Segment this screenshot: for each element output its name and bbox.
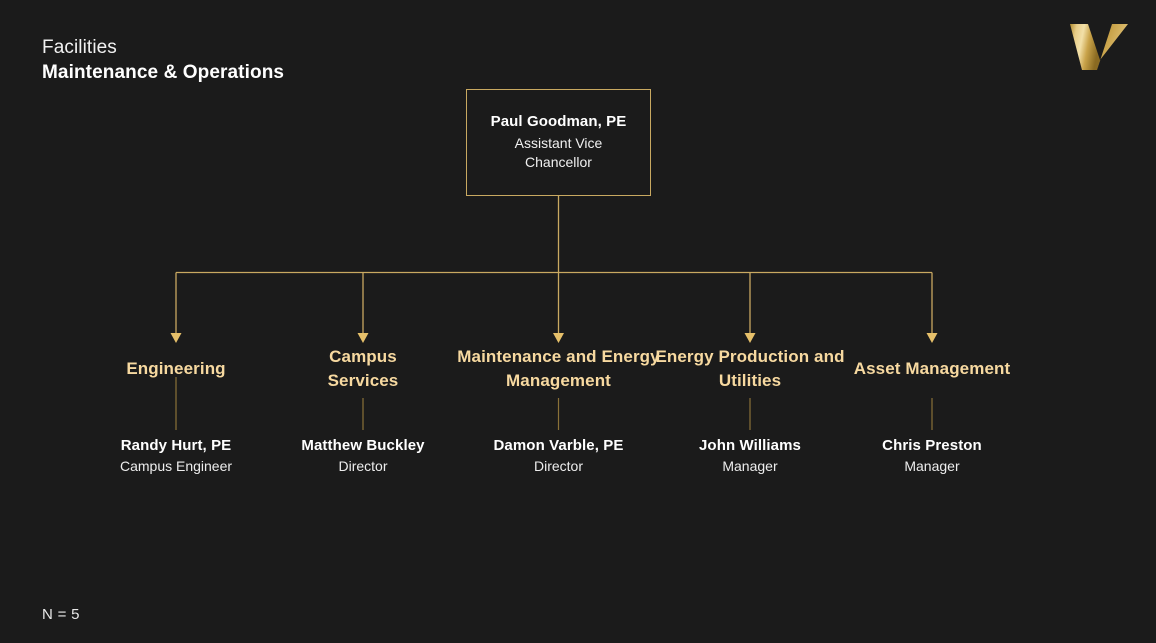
dept-person: John Williams Manager: [655, 437, 845, 474]
person-title: Manager: [722, 458, 778, 474]
dept-heading: Energy Production and Utilities: [655, 346, 845, 390]
dept-person: Chris Preston Manager: [852, 437, 1012, 474]
vanderbilt-v-logo: [1064, 16, 1134, 78]
dept-heading: Maintenance and Energy Management: [457, 346, 660, 390]
node-count-label: N = 5: [42, 606, 80, 623]
person-title: Director: [338, 458, 388, 474]
dept-column-maintenance-energy-management[interactable]: Maintenance and Energy Management Damon …: [455, 341, 662, 474]
dept-heading: Asset Management: [853, 358, 1011, 378]
slide-header: Facilities Maintenance & Operations: [42, 38, 284, 82]
dept-column-campus-services[interactable]: Campus Services Matthew Buckley Director: [293, 341, 433, 474]
dept-column-energy-production-utilities[interactable]: Energy Production and Utilities John Wil…: [655, 341, 845, 474]
person-name: Matthew Buckley: [301, 437, 425, 454]
dept-person: Matthew Buckley Director: [293, 437, 433, 474]
dept-person: Randy Hurt, PE Campus Engineer: [86, 437, 266, 474]
person-name: John Williams: [698, 437, 801, 454]
dept-person: Damon Varble, PE Director: [455, 437, 662, 474]
dept-heading: Campus Services: [327, 346, 399, 390]
root-node-name: Paul Goodman, PE: [490, 113, 627, 131]
person-title: Director: [533, 458, 583, 474]
person-name: Damon Varble, PE: [493, 437, 624, 454]
dept-column-asset-management[interactable]: Asset Management Chris Preston Manager: [852, 341, 1012, 474]
header-subtitle: Facilities: [42, 37, 117, 58]
person-title: Campus Engineer: [119, 458, 233, 474]
person-title: Manager: [904, 458, 960, 474]
root-node-title: Assistant Vice Chancellor: [514, 135, 603, 170]
person-name: Randy Hurt, PE: [120, 437, 232, 454]
page-title: Maintenance & Operations: [42, 62, 285, 83]
root-node-paul-goodman[interactable]: Paul Goodman, PE Assistant Vice Chancell…: [466, 89, 651, 196]
dept-heading: Engineering: [126, 358, 226, 378]
person-name: Chris Preston: [882, 437, 982, 454]
dept-column-engineering[interactable]: Engineering Randy Hurt, PE Campus Engine…: [86, 341, 266, 474]
